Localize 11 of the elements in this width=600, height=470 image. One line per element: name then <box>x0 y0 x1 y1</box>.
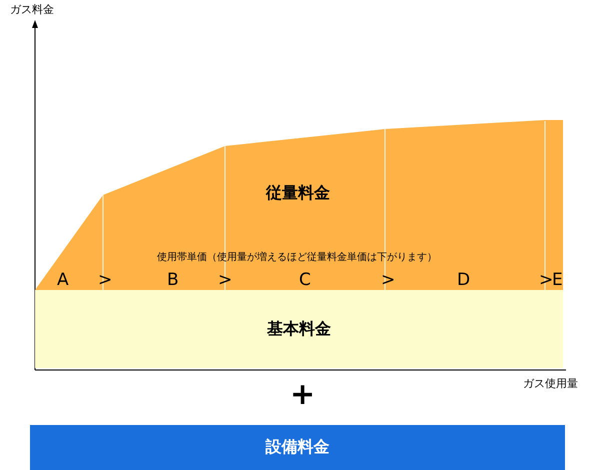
band-letter: E <box>552 271 563 290</box>
axis-label: ガス使用量 <box>523 378 578 390</box>
plus-sign: + <box>290 378 316 411</box>
area-label: 従量料金 <box>266 184 330 202</box>
band-letter: A <box>57 271 69 290</box>
equipment-bar: 設備料金 <box>30 425 565 470</box>
axis-label: ガス料金 <box>10 4 54 16</box>
base-band: 基本料金 <box>35 290 563 368</box>
band-letter: D <box>457 271 470 290</box>
band-letter: B <box>167 271 179 290</box>
band-letter: C <box>299 271 311 290</box>
